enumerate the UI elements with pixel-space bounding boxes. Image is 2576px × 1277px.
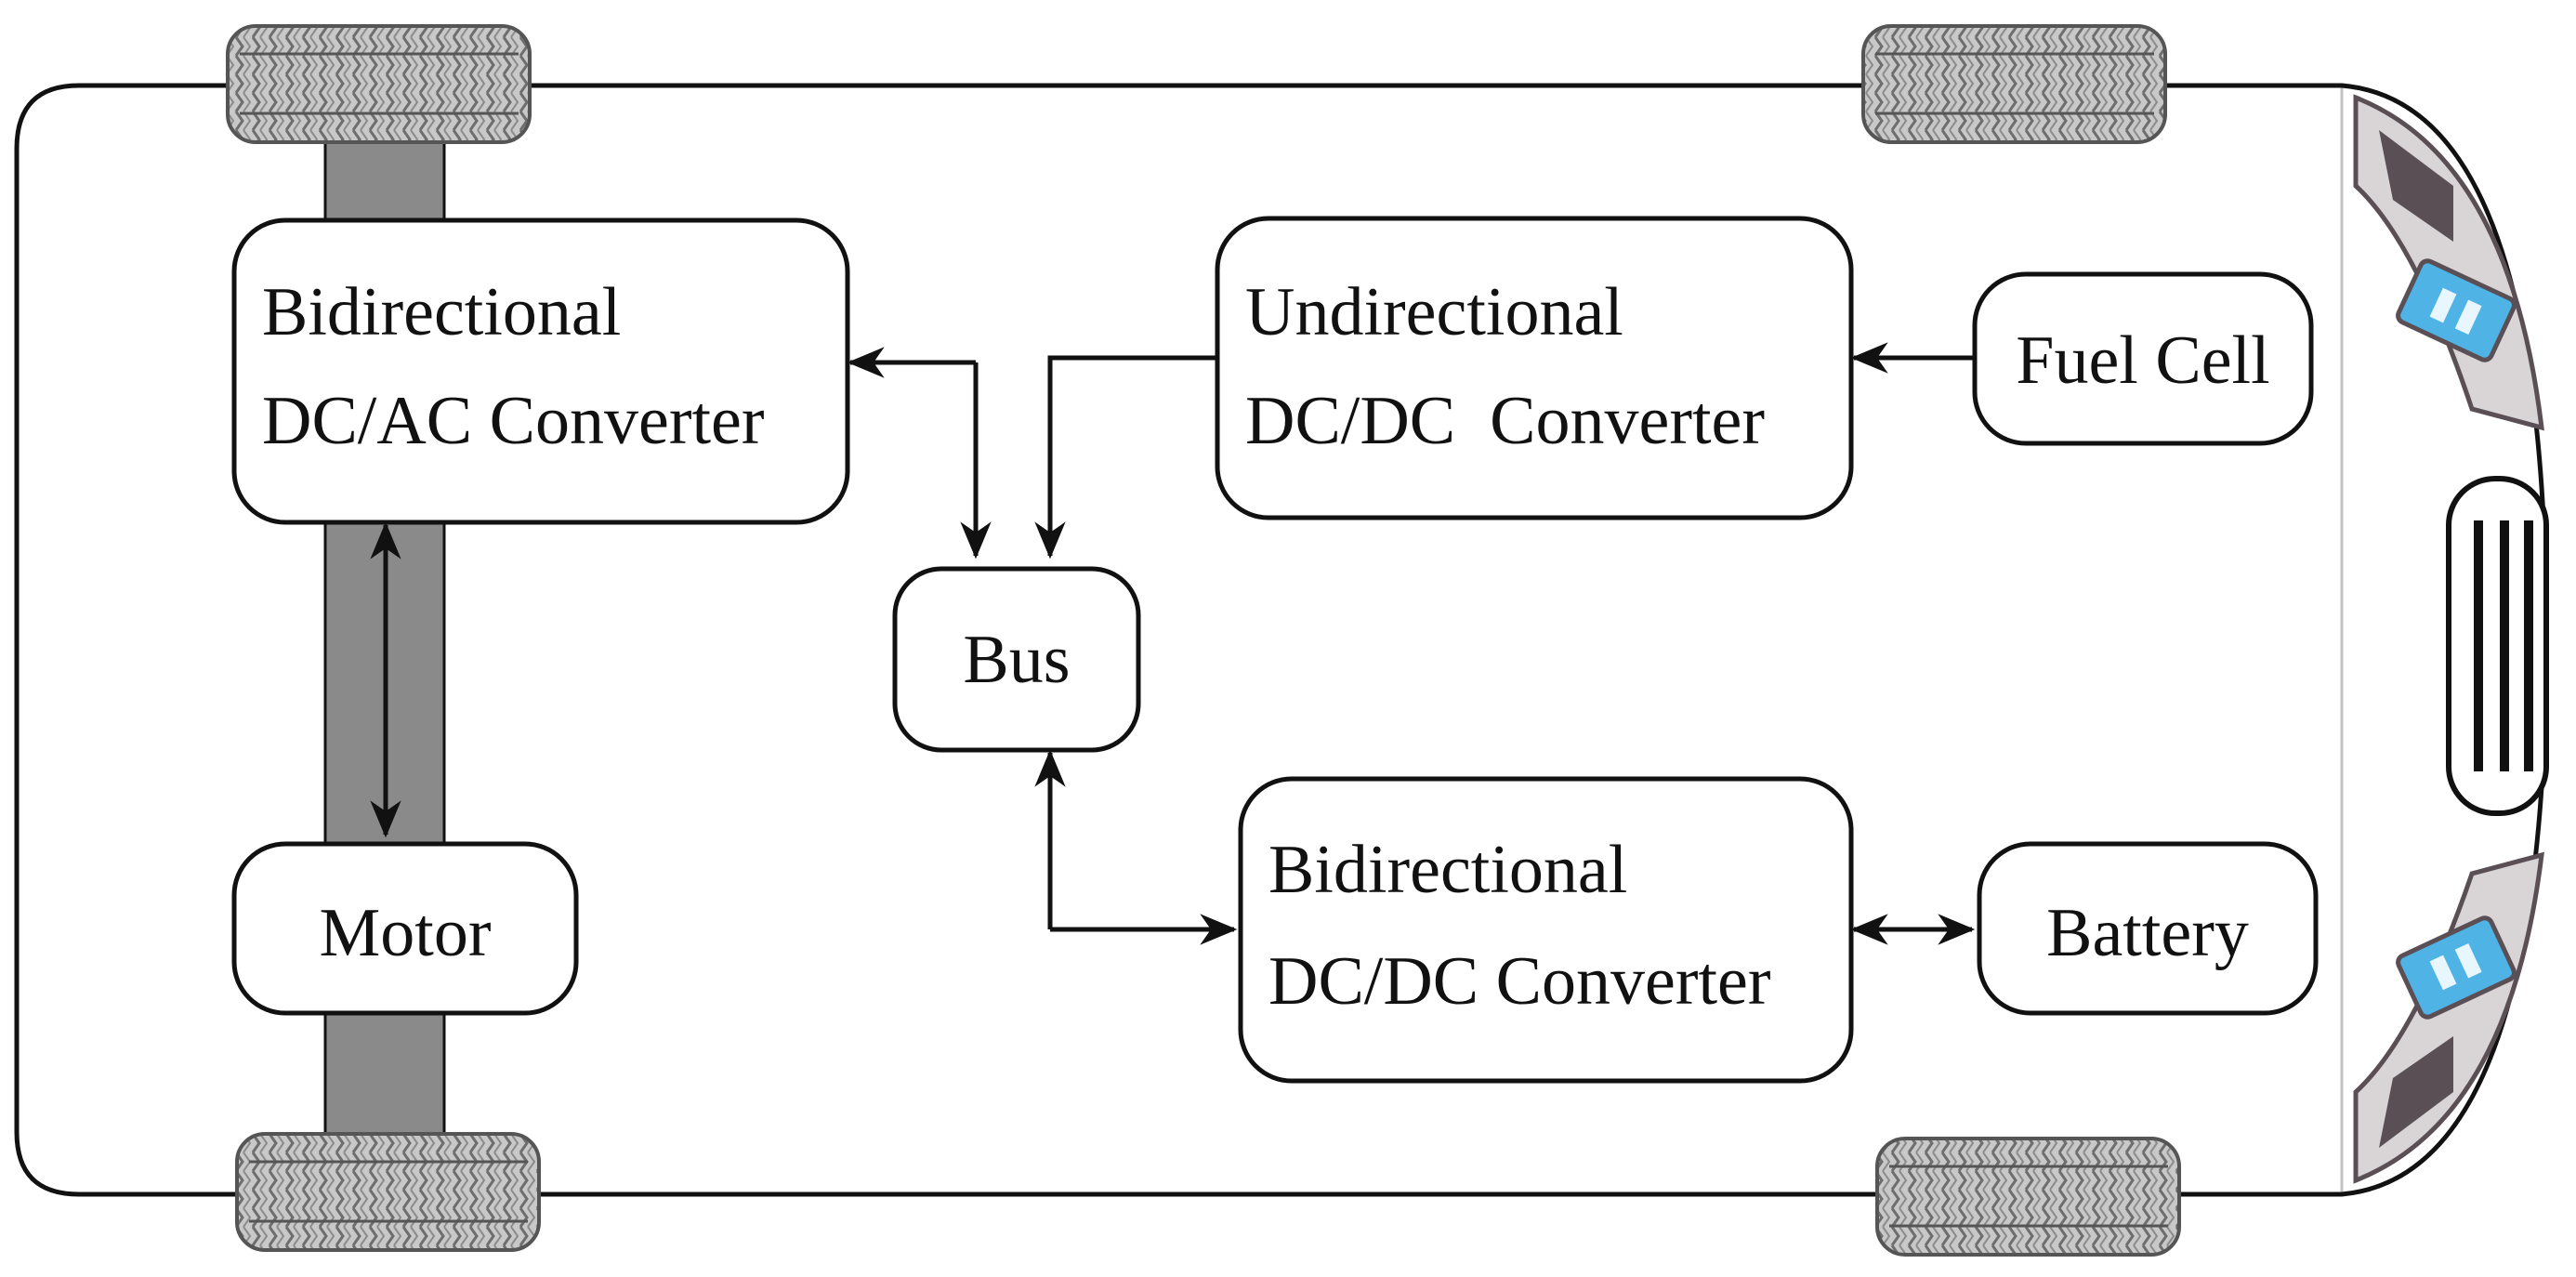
connectors (370, 342, 1976, 945)
edge-undir-bus (1034, 355, 1217, 560)
node-motor-label: Motor (320, 895, 492, 971)
node-bidcdc-line-1: Bidirectional (1268, 832, 1627, 908)
node-bidirectional-dcdc-converter: Bidirectional DC/DC Converter (1238, 776, 1854, 1084)
node-fuel-cell: Fuel Cell (1972, 271, 2314, 446)
front-grille (2446, 476, 2549, 816)
node-bus: Bus (892, 566, 1141, 753)
wheel-rear-top (226, 24, 532, 144)
wheel-front-bottom (1875, 1137, 2181, 1257)
node-dcac-line-1: Bidirectional (262, 274, 621, 350)
node-bus-label: Bus (963, 622, 1070, 698)
node-battery: Battery (1977, 841, 2319, 1016)
node-bidcdc-line-2: DC/DC Converter (1268, 943, 1771, 1020)
node-undir-line-2: DC/DC Converter (1245, 383, 1765, 459)
node-dcac-converter: Bidirectional DC/AC Converter (231, 217, 850, 525)
node-undir-line-1: Undirectional (1245, 274, 1623, 350)
node-battery-label: Battery (2046, 895, 2249, 971)
headlight-top (2353, 94, 2544, 431)
wheel-front-top (1861, 24, 2167, 144)
node-fuel-cell-label: Fuel Cell (2016, 323, 2269, 399)
headlight-bottom (2353, 851, 2544, 1184)
wheel-rear-bottom (235, 1132, 541, 1252)
node-dcac-line-2: DC/AC Converter (262, 383, 765, 459)
node-undirectional-dcdc-converter: Undirectional DC/DC Converter (1215, 216, 1854, 520)
node-motor: Motor (231, 841, 579, 1016)
